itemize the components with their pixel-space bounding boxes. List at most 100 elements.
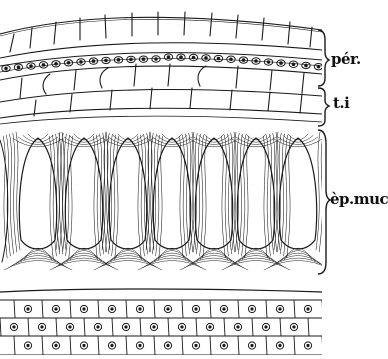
nucleus-dot — [30, 65, 33, 68]
parenchyma-wall — [140, 318, 141, 336]
parenchyma-wall — [98, 300, 99, 318]
parenchyma-wall — [42, 336, 43, 355]
parenchyma-wall — [308, 318, 309, 336]
lamella-line — [6, 135, 10, 256]
parenchyma-wall — [84, 318, 85, 336]
nucleus-dot — [42, 64, 45, 67]
parenchyma-wall — [322, 300, 323, 318]
nucleus-dot — [27, 308, 29, 310]
bracket-pericarp — [318, 30, 329, 86]
nucleus-dot — [293, 326, 295, 328]
nucleus-dot — [167, 344, 169, 346]
parenchyma-wall — [154, 300, 155, 318]
lamella-cap-line — [204, 134, 224, 140]
parenchyma-wall — [210, 300, 211, 318]
parenchyma-wall — [28, 318, 29, 336]
nucleus-dot — [83, 308, 85, 310]
nucleus-dot — [307, 344, 309, 346]
lamella-line — [49, 136, 53, 258]
nucleus-dot — [181, 326, 183, 328]
nucleus-dot — [55, 308, 57, 310]
mucilage-epidermis-cells — [0, 132, 333, 270]
parenchyma-wall — [294, 336, 295, 355]
parenchyma-wall — [154, 336, 155, 355]
nucleus-dot — [167, 308, 169, 310]
lamella-cap-line — [69, 136, 99, 143]
nucleus-dot — [69, 326, 71, 328]
lamella-line — [16, 132, 20, 250]
lamella-line — [69, 136, 73, 258]
lamella-line — [105, 133, 109, 252]
nucleus-dot — [305, 64, 308, 67]
parenchyma-wall — [280, 318, 281, 336]
label-mucilage-epidermis: èp.muc — [330, 192, 388, 207]
nucleus-dot — [80, 61, 83, 64]
nucleus-dot — [167, 56, 170, 59]
nucleus-dot — [265, 326, 267, 328]
lamella-cap-line — [162, 134, 182, 140]
nucleus-dot — [111, 344, 113, 346]
nucleus-dot — [195, 308, 197, 310]
label-pericarp: pér. — [331, 52, 361, 67]
nucleus-dot — [279, 344, 281, 346]
lamella-cap-line — [13, 139, 63, 147]
parenchyma-wall — [168, 318, 169, 336]
bracket-inner-tegument — [318, 88, 329, 126]
parenchyma-wall — [266, 336, 267, 355]
parenchyma-wall — [182, 300, 183, 318]
lamella-line — [96, 135, 100, 256]
lower-parenchyma-cells — [0, 300, 323, 355]
nucleus-dot — [307, 308, 309, 310]
nucleus-dot — [251, 308, 253, 310]
nucleus-dot — [209, 326, 211, 328]
lamella-line — [149, 133, 153, 252]
lamella-line — [112, 135, 116, 256]
lamella-line — [316, 132, 320, 250]
lamella-fan-line — [54, 258, 114, 268]
parenchyma-wall — [42, 300, 43, 318]
nucleus-dot — [139, 344, 141, 346]
parenchyma-wall — [70, 336, 71, 355]
nucleus-dot — [27, 344, 29, 346]
nucleus-dot — [192, 56, 195, 59]
lamella-fan-line — [8, 258, 68, 268]
parenchyma-wall — [70, 300, 71, 318]
nucleus-dot — [267, 61, 270, 64]
parenchyma-wall — [126, 336, 127, 355]
nucleus-dot — [130, 58, 133, 61]
lamella-fan-line — [4, 261, 72, 271]
lamella-fan-line — [98, 258, 158, 268]
parenchyma-wall — [182, 336, 183, 355]
lamella-line — [147, 133, 151, 252]
nucleus-dot — [217, 57, 220, 60]
lamella-cap-line — [28, 134, 48, 140]
mucilage-cell-body — [237, 138, 274, 249]
mucilage-cell-body — [279, 138, 316, 249]
nucleus-dot — [317, 65, 320, 68]
nucleus-dot — [242, 59, 245, 62]
parenchyma-wall — [238, 300, 239, 318]
lamella-line — [319, 133, 323, 252]
nucleus-dot — [41, 326, 43, 328]
nucleus-dot — [155, 58, 158, 61]
nucleus-dot — [205, 57, 208, 60]
lamella-cap-line — [23, 136, 53, 143]
nucleus-dot — [223, 308, 225, 310]
nucleus-dot — [13, 326, 15, 328]
nucleus-dot — [280, 62, 283, 65]
parenchyma-wall — [196, 318, 197, 336]
parenchyma-wall — [56, 318, 57, 336]
nucleus-dot — [17, 66, 20, 69]
nucleus-dot — [230, 58, 233, 61]
parenchyma-wall — [224, 318, 225, 336]
lamella-cap-line — [59, 139, 109, 147]
nucleus-dot — [292, 63, 295, 66]
parenchyma-wall — [210, 336, 211, 355]
parenchyma-wall — [266, 300, 267, 318]
nucleus-dot — [255, 60, 258, 63]
label-inner-tegument: t.i — [333, 96, 349, 111]
parenchyma-wall — [238, 336, 239, 355]
lamella-line — [103, 133, 107, 252]
nucleus-dot — [237, 326, 239, 328]
nucleus-dot — [83, 344, 85, 346]
